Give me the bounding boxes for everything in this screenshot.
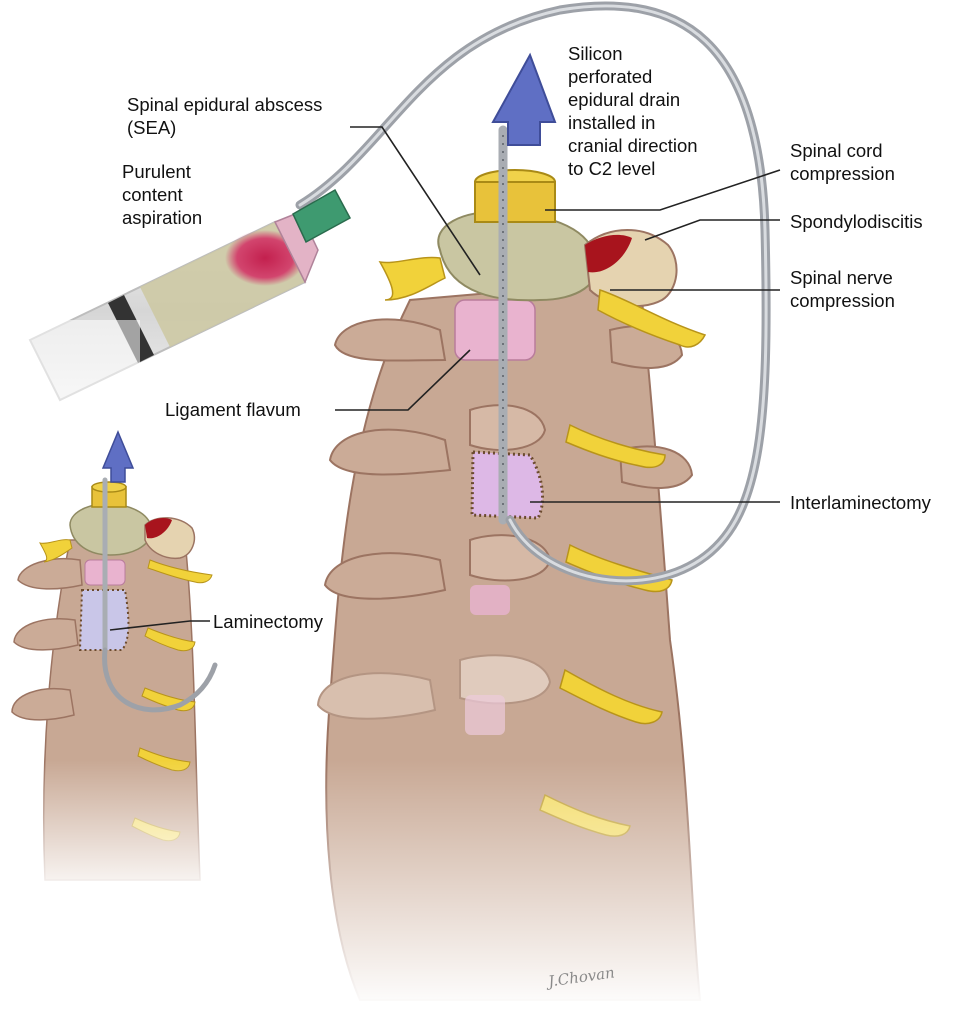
- spinal-nerve: [378, 256, 446, 301]
- ligament-flavum: [470, 585, 510, 615]
- leader-line-spondylodiscitis: [644, 219, 780, 241]
- label-spinal-epidural-abscess: Spinal epidural abscess (SEA): [127, 94, 323, 138]
- ligament-flavum: [465, 695, 505, 735]
- transverse-process: [328, 428, 452, 476]
- spinal-nerve: [144, 627, 196, 652]
- leader-line-laminectomy: [109, 620, 210, 631]
- column-fade: [0, 760, 230, 900]
- syringe: [20, 188, 352, 440]
- epidural-abscess-mass: [69, 502, 153, 556]
- label-ligament-flavum: Ligament flavum: [165, 399, 301, 420]
- spinal-nerve: [147, 559, 213, 584]
- transverse-process: [333, 318, 447, 362]
- transverse-process: [13, 618, 79, 651]
- spinal-nerve: [597, 288, 707, 348]
- transverse-process: [316, 672, 437, 720]
- label-silicon-drain: Silicon perforated epidural drain instal…: [568, 43, 698, 179]
- leader-line-ligament-flavum: [335, 349, 471, 411]
- label-spondylodiscitis: Spondylodiscitis: [790, 211, 923, 232]
- label-spinal-nerve-compression: Spinal nerve compression: [790, 267, 895, 311]
- label-laminectomy: Laminectomy: [213, 611, 324, 632]
- large-spine: [300, 169, 720, 1010]
- inflamed-disc: [145, 517, 172, 539]
- spinal-nerve: [559, 668, 663, 725]
- needle-hub: [292, 188, 352, 244]
- purulent-content: [225, 230, 305, 286]
- spinal-cord-cap: [91, 481, 127, 493]
- epidural-drain-loop-highlight: [298, 4, 768, 583]
- transverse-process: [11, 688, 75, 721]
- small-spine: [0, 430, 230, 900]
- label-spinal-cord-compression: Spinal cord compression: [790, 140, 895, 184]
- cranial-direction-arrow: [101, 430, 135, 483]
- leader-line-spinal-cord-compression: [545, 169, 781, 211]
- column-fade: [300, 760, 720, 1010]
- transverse-process: [323, 552, 447, 600]
- inflamed-disc: [585, 234, 632, 273]
- leader-lines: [109, 126, 781, 631]
- label-interlaminectomy: Interlaminectomy: [790, 492, 931, 513]
- transverse-process: [17, 558, 83, 590]
- epidural-abscess-mass: [437, 210, 598, 302]
- syringe-fade: [20, 320, 140, 440]
- spinal-cord: [474, 181, 556, 223]
- label-purulent-content-aspiration: Purulent content aspiration: [122, 161, 203, 228]
- spinal-nerve: [39, 539, 73, 563]
- ligament-flavum: [454, 299, 536, 361]
- leader-line-sea: [350, 126, 481, 276]
- spinal-nerve: [565, 423, 666, 469]
- epidural-drain-loop: [102, 647, 218, 713]
- cranial-direction-arrow: [491, 52, 557, 146]
